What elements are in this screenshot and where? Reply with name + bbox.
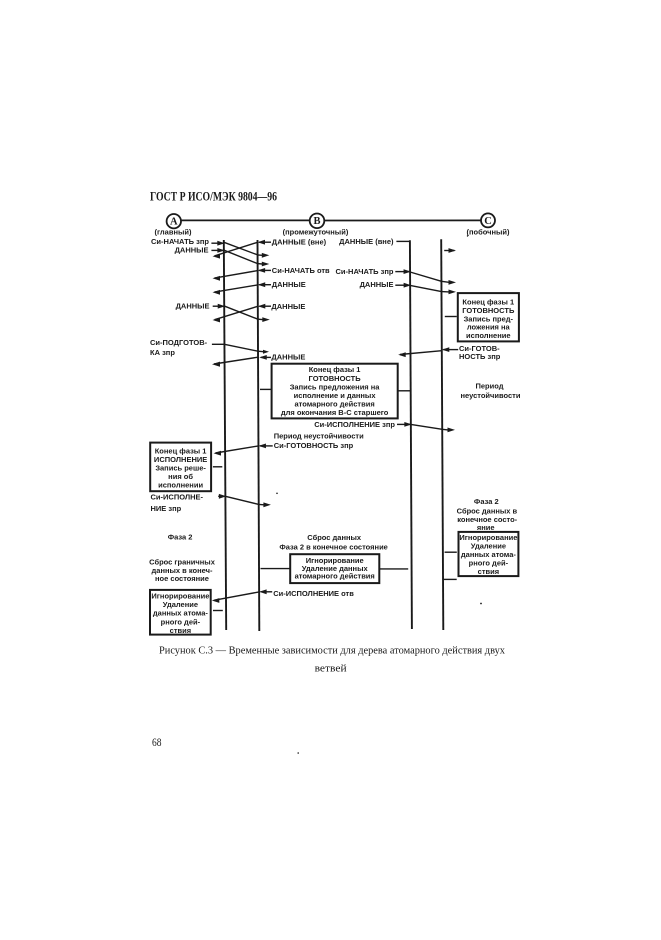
svg-text:(промежуточный): (промежуточный) — [283, 227, 349, 236]
svg-text:68: 68 — [152, 735, 162, 749]
svg-text:Фаза 2: Фаза 2 — [168, 532, 193, 541]
svg-text:ДАННЫЕ: ДАННЫЕ — [360, 280, 394, 289]
svg-text:НИЕ зпр: НИЕ зпр — [151, 504, 182, 513]
svg-text:ДАННЫЕ: ДАННЫЕ — [175, 245, 209, 254]
svg-text:атомарного действия: атомарного действия — [295, 572, 375, 581]
svg-text:ГОСТ Р ИСО/МЭК 9804—96: ГОСТ Р ИСО/МЭК 9804—96 — [150, 188, 277, 203]
svg-text:Си-ГОТОВНОСТЬ зпр: Си-ГОТОВНОСТЬ зпр — [274, 441, 354, 450]
svg-text:А: А — [170, 217, 178, 228]
svg-text:ветвей: ветвей — [315, 664, 348, 675]
svg-text:ствия: ствия — [478, 567, 499, 576]
svg-text:Си-ПОДГОТОВ-: Си-ПОДГОТОВ- — [150, 338, 208, 347]
svg-text:Период: Период — [476, 382, 504, 391]
svg-text:Си-ИСПОЛНЕНИЕ зпр: Си-ИСПОЛНЕНИЕ зпр — [314, 420, 395, 429]
svg-text:Сброс данных: Сброс данных — [307, 533, 362, 542]
svg-text:Си-НАЧАТЬ отв: Си-НАЧАТЬ отв — [272, 266, 330, 275]
svg-text:Си-НАЧАТЬ зпр: Си-НАЧАТЬ зпр — [336, 267, 394, 276]
svg-text:Си-ИСПОЛНЕ-: Си-ИСПОЛНЕ- — [151, 493, 204, 502]
svg-text:ДАННЫЕ: ДАННЫЕ — [271, 353, 305, 362]
svg-text:ДАННЫЕ: ДАННЫЕ — [271, 302, 305, 311]
svg-text:С: С — [484, 216, 492, 227]
svg-text:КА зпр: КА зпр — [150, 348, 175, 357]
svg-text:(побочный): (побочный) — [466, 227, 510, 236]
svg-text:Си-ИСПОЛНЕНИЕ отв: Си-ИСПОЛНЕНИЕ отв — [273, 589, 354, 598]
svg-text:Фаза 2: Фаза 2 — [474, 497, 499, 506]
svg-text:исполнение: исполнение — [466, 331, 510, 340]
svg-text:неустойчивости: неустойчивости — [461, 391, 521, 400]
svg-text:яние: яние — [477, 523, 495, 532]
svg-text:НОСТЬ зпр: НОСТЬ зпр — [459, 352, 501, 361]
svg-text:Период неустойчивости: Период неустойчивости — [274, 432, 364, 441]
svg-text:для окончания В-С старшего: для окончания В-С старшего — [281, 408, 389, 417]
svg-text:ное состояние: ное состояние — [155, 574, 209, 583]
svg-text:В: В — [313, 216, 320, 227]
svg-text:ДАННЫЕ (вне): ДАННЫЕ (вне) — [272, 237, 327, 246]
svg-text:Фаза 2 в конечное состояние: Фаза 2 в конечное состояние — [279, 543, 388, 552]
svg-text:ДАННЫЕ: ДАННЫЕ — [272, 280, 306, 289]
svg-text:Рисунок С.3 — Временные зависи: Рисунок С.3 — Временные зависимости для … — [159, 646, 505, 657]
svg-text:(главный): (главный) — [154, 227, 192, 236]
svg-text:ДАННЫЕ: ДАННЫЕ — [176, 302, 210, 311]
svg-text:ДАННЫЕ (вне): ДАННЫЕ (вне) — [339, 237, 394, 246]
svg-text:исполнении: исполнении — [158, 481, 203, 490]
svg-text:ствия: ствия — [170, 626, 191, 635]
